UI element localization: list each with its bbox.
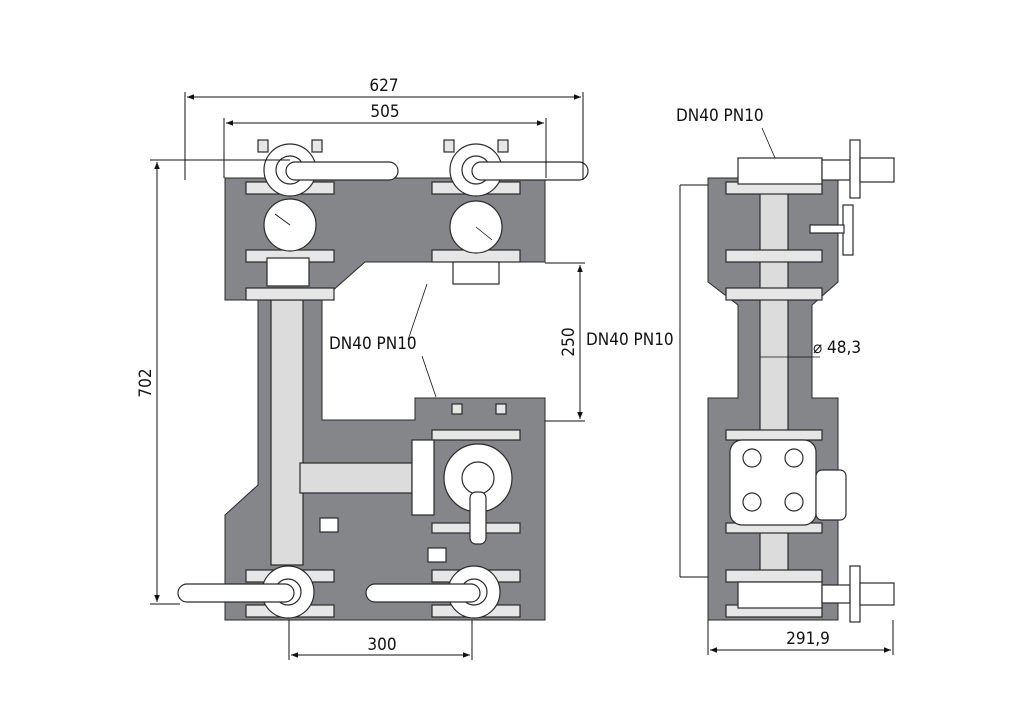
dim-pipe-spacing: 300 <box>367 635 396 655</box>
dim-side-depth: 291,9 <box>786 629 830 649</box>
side-view <box>707 127 895 623</box>
front-view <box>177 139 589 621</box>
label-front-connection: DN40 PN10 <box>329 334 417 354</box>
drain-fitting <box>319 517 339 533</box>
dim-overall-height: 702 <box>136 368 156 397</box>
dim-flange-width: 505 <box>370 102 399 122</box>
mixing-valve <box>411 403 521 545</box>
dim-lower-offset: 250 <box>559 327 579 356</box>
dimension-lines <box>150 92 894 660</box>
label-side-mid-connection: DN40 PN10 <box>586 330 674 350</box>
front-riser-pipe <box>270 299 304 566</box>
side-riser-pipe <box>759 159 789 611</box>
drain-fitting-2 <box>427 547 447 563</box>
dim-pipe-diameter: ⌀ 48,3 <box>813 338 861 358</box>
label-side-top-connection: DN40 PN10 <box>676 106 764 126</box>
top-right-valve <box>431 139 589 285</box>
bottom-right-valve <box>365 565 521 619</box>
dim-overall-width: 627 <box>369 76 398 96</box>
bottom-left-valve <box>177 565 335 619</box>
front-cross-pipe <box>299 462 413 494</box>
top-left-valve <box>245 139 399 301</box>
